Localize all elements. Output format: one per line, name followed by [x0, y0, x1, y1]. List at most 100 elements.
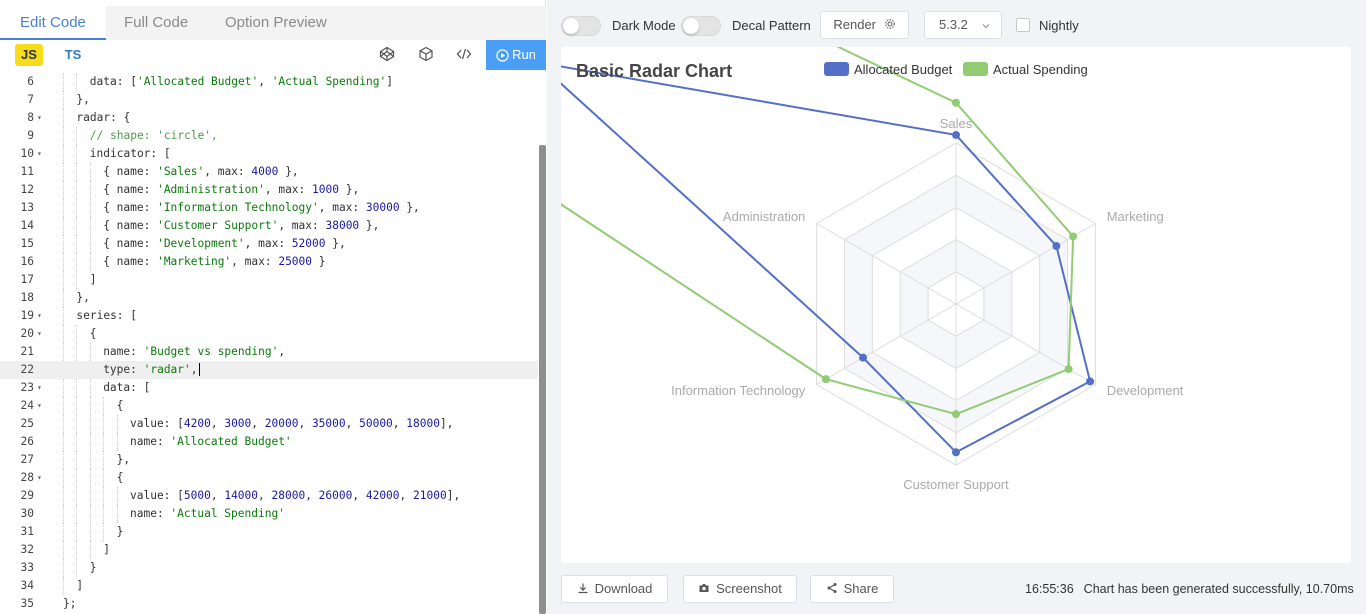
code-line[interactable]: data: [ — [103, 381, 151, 394]
decal-pattern-toggle[interactable] — [681, 16, 721, 36]
indent-guide — [89, 541, 91, 559]
legend-label: Allocated Budget — [854, 62, 953, 77]
radar-axis-line — [816, 303, 957, 385]
code-line[interactable]: { — [116, 471, 124, 484]
radar-axis-line — [955, 303, 1096, 385]
code-line[interactable]: indicator: [ — [89, 147, 171, 160]
version-select[interactable]: 5.3.2 — [924, 11, 1002, 39]
indent-guide — [63, 271, 64, 289]
indent-guide — [103, 451, 105, 469]
indent-guide — [63, 109, 64, 127]
code-line[interactable]: { name: 'Information Technology', max: 3… — [103, 201, 420, 214]
indent-guide — [76, 397, 78, 415]
indent-guide — [76, 379, 78, 397]
indent-guide — [76, 505, 78, 523]
line-number: 16 — [20, 255, 34, 268]
play-icon — [496, 49, 509, 62]
indent-guide — [89, 397, 91, 415]
fold-toggle-icon[interactable]: ▾ — [37, 149, 42, 158]
indent-guide — [116, 433, 118, 451]
code-line[interactable]: } — [89, 561, 97, 574]
code-line[interactable]: name: 'Allocated Budget' — [130, 435, 292, 448]
indent-guide — [89, 415, 91, 433]
code-line[interactable]: ] — [103, 543, 110, 556]
code-line[interactable]: value: [5000, 14000, 28000, 26000, 42000… — [130, 489, 461, 502]
code-line[interactable]: value: [4200, 3000, 20000, 35000, 50000,… — [130, 417, 454, 430]
code-line[interactable]: { — [116, 399, 124, 412]
nightly-checkbox[interactable] — [1016, 18, 1030, 32]
status-text: Chart has been generated successfully, 1… — [1083, 582, 1354, 596]
fold-toggle-icon[interactable]: ▾ — [37, 311, 42, 320]
code-line[interactable]: ] — [89, 273, 97, 286]
indent-guide — [63, 253, 64, 271]
code-line[interactable]: { name: 'Administration', max: 1000 }, — [103, 183, 360, 196]
indent-guide — [63, 451, 64, 469]
tab-full-code[interactable]: Full Code — [124, 14, 189, 31]
code-line[interactable]: name: 'Actual Spending' — [130, 507, 285, 520]
render-button[interactable]: Render — [820, 11, 909, 39]
code-line[interactable]: }; — [63, 597, 77, 610]
fold-toggle-icon[interactable]: ▾ — [37, 401, 42, 410]
tab-edit-code[interactable]: Edit Code — [0, 6, 106, 40]
share-button[interactable]: Share — [810, 575, 894, 603]
editor-scrollbar[interactable] — [538, 73, 546, 614]
indent-guide — [63, 127, 64, 145]
indent-guide — [89, 217, 91, 235]
code-line[interactable]: name: 'Budget vs spending', — [103, 345, 286, 358]
indent-guide — [76, 415, 78, 433]
code-line[interactable]: { name: 'Customer Support', max: 38000 }… — [103, 219, 380, 232]
code-line[interactable]: } — [116, 525, 124, 538]
fold-toggle-icon[interactable]: ▾ — [37, 329, 42, 338]
indent-guide — [63, 73, 64, 91]
series-point — [859, 353, 868, 362]
tab-option-preview[interactable]: Option Preview — [225, 14, 327, 31]
indent-guide — [103, 487, 105, 505]
code-line[interactable]: data: ['Allocated Budget', 'Actual Spend… — [89, 75, 393, 88]
legend-swatch — [963, 62, 988, 76]
indent-guide — [76, 145, 78, 163]
code-panel: Edit Code Full Code Option Preview JS TS — [0, 0, 546, 614]
screenshot-button[interactable]: Screenshot — [683, 575, 797, 603]
indent-guide — [76, 559, 78, 577]
status-time: 16:55:36 — [1025, 582, 1074, 596]
fold-toggle-icon[interactable]: ▾ — [37, 113, 42, 122]
codesandbox-icon[interactable] — [418, 46, 436, 64]
fold-toggle-icon[interactable]: ▾ — [37, 383, 42, 392]
dark-mode-toggle[interactable] — [561, 16, 601, 36]
code-area[interactable]: data: ['Allocated Budget', 'Actual Spend… — [48, 73, 538, 614]
line-number: 12 — [20, 183, 34, 196]
run-button[interactable]: Run — [486, 40, 546, 70]
indent-guide — [103, 523, 105, 541]
code-line[interactable]: { name: 'Sales', max: 4000 }, — [103, 165, 299, 178]
code-line[interactable]: }, — [116, 453, 131, 466]
code-line[interactable]: radar: { — [76, 111, 131, 124]
line-number: 21 — [20, 345, 34, 358]
line-number: 10 — [20, 147, 34, 160]
fold-toggle-icon[interactable]: ▾ — [37, 473, 42, 482]
lang-js-button[interactable]: JS — [15, 44, 43, 66]
indent-guide — [116, 487, 118, 505]
series-point — [952, 130, 960, 139]
code-line[interactable]: }, — [76, 93, 90, 106]
indent-guide — [89, 199, 91, 217]
code-line[interactable]: }, — [76, 291, 90, 304]
code-embed-icon[interactable] — [456, 46, 474, 64]
code-line[interactable]: // shape: 'circle', — [89, 129, 218, 142]
line-number: 24 — [20, 399, 34, 412]
code-line[interactable]: { name: 'Marketing', max: 25000 } — [103, 255, 326, 268]
camera-icon — [699, 584, 709, 592]
code-line[interactable]: series: [ — [76, 309, 138, 322]
lang-ts-button[interactable]: TS — [64, 47, 82, 62]
series-point — [1069, 232, 1078, 241]
code-line[interactable]: { name: 'Development', max: 52000 }, — [103, 237, 346, 250]
code-line[interactable]: type: 'radar', — [48, 361, 538, 379]
download-button[interactable]: Download — [561, 575, 668, 603]
editor-scrollbar-thumb[interactable] — [539, 145, 546, 614]
code-line[interactable]: ] — [76, 579, 84, 592]
code-line[interactable]: { — [89, 327, 97, 340]
codepen-icon[interactable] — [379, 46, 397, 64]
indent-guide — [63, 289, 64, 307]
share-label: Share — [843, 581, 879, 596]
line-number: 7 — [27, 93, 34, 106]
